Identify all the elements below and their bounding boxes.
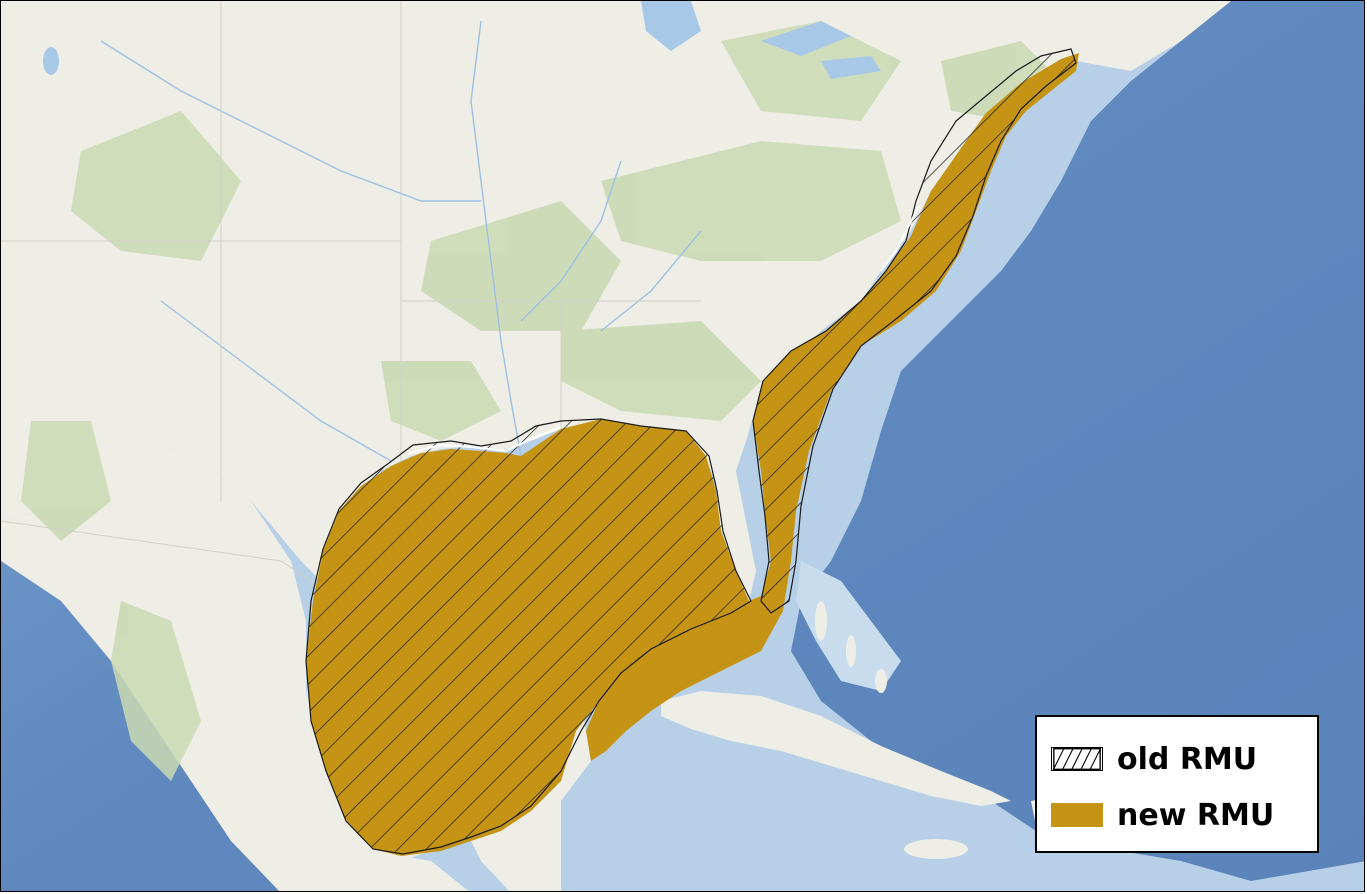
diagonal-hatch-icon xyxy=(1051,747,1103,771)
legend-item-old-rmu: old RMU xyxy=(1051,737,1257,781)
land-cuba xyxy=(661,691,1011,806)
land-north-america xyxy=(1,1,1231,891)
coast-edge xyxy=(408,205,920,454)
rivers xyxy=(100,20,702,462)
solid-fill-icon xyxy=(1051,803,1103,827)
old-rmu-gulf xyxy=(305,418,752,855)
land-jamaica xyxy=(904,839,968,859)
legend-item-new-rmu: new RMU xyxy=(1051,793,1274,837)
map-legend: old RMU new RMU xyxy=(1035,715,1319,853)
legend-label-new-rmu: new RMU xyxy=(1117,797,1275,833)
land-bahamas xyxy=(815,601,887,693)
bahamas-bank xyxy=(796,561,901,691)
land-mexico xyxy=(1,441,469,891)
old-rmu-atlantic xyxy=(752,48,1077,614)
great-lakes xyxy=(43,1,881,79)
legend-label-old-rmu: old RMU xyxy=(1117,741,1258,777)
